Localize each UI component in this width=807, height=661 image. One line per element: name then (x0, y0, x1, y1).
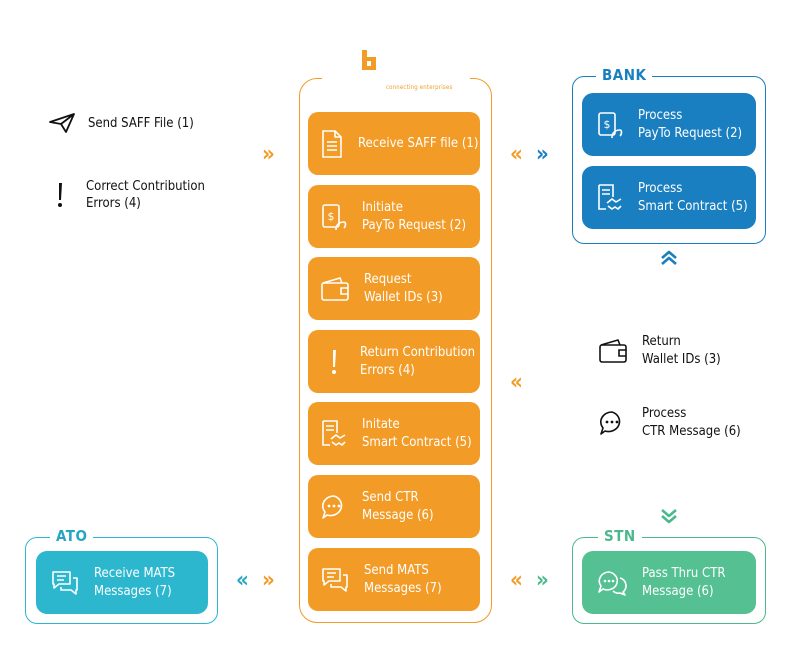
step-send-mats-line1: Send MATS (364, 562, 429, 578)
document-icon (320, 129, 344, 159)
paper-plane-icon (48, 112, 76, 134)
bank-process-payto-line2: PayTo Request (2) (638, 125, 743, 141)
exclamation-icon (54, 181, 66, 209)
logo-tagline: connecting enterprises (386, 84, 453, 91)
ato-title: ATO (50, 527, 94, 545)
bank-group-frame (572, 76, 766, 244)
messages-icon (50, 569, 80, 597)
payto-phone-icon: $ (320, 202, 348, 232)
wallet-icon (320, 276, 350, 302)
contract-handshake-icon (596, 183, 624, 213)
arrow-left-stn-to-center: « (510, 568, 523, 593)
legend-correct-errors-line2: Errors (4) (86, 196, 141, 211)
stn-pass-thru-ctr: Pass Thru CTR Message (6) (582, 551, 756, 614)
arrow-right-center-to-bank: » (536, 142, 549, 167)
arrow-right-left-to-center: » (262, 142, 275, 167)
messages-icon (320, 566, 350, 594)
contract-handshake-icon (320, 419, 348, 449)
legend-correct-errors: Correct Contribution Errors (4) (54, 178, 205, 212)
ato-receive-mats-line1: Receive MATS (94, 565, 176, 581)
bank-process-contract-line1: Process (638, 180, 683, 196)
legend-send-saff-label: Send SAFF File (1) (88, 115, 194, 131)
step-return-errors-line2: Errors (4) (360, 362, 415, 378)
bank-process-contract-line2: Smart Contract (5) (638, 198, 748, 214)
ato-receive-mats: Receive MATS Messages (7) (36, 551, 208, 614)
bank-process-payto: $ Process PayTo Request (2) (582, 93, 756, 156)
step-return-errors: Return Contribution Errors (4) (308, 330, 480, 393)
chat-bubble-icon (598, 409, 626, 437)
arrow-left-bank-to-center: « (510, 142, 523, 167)
legend-process-ctr-line2: CTR Message (6) (642, 424, 741, 439)
step-initiate-contract-line1: Initate (362, 416, 400, 432)
bsurance-logo (359, 48, 379, 72)
step-return-errors-line1: Return Contribution (360, 344, 476, 360)
legend-correct-errors-line1: Correct Contribution (86, 179, 205, 194)
step-send-ctr: Send CTR Message (6) (308, 475, 480, 538)
step-request-wallet: Request Wallet IDs (3) (308, 257, 480, 320)
step-send-mats: Send MATS Messages (7) (308, 548, 480, 611)
legend-return-wallet-line1: Return (642, 334, 681, 349)
arrow-left-to-center: « (510, 370, 523, 395)
legend-send-saff: Send SAFF File (1) (48, 112, 194, 134)
stn-pass-thru-ctr-line1: Pass Thru CTR (642, 565, 726, 581)
stn-title: STN (598, 527, 642, 545)
ato-receive-mats-line2: Messages (7) (94, 583, 172, 599)
step-initiate-payto-line1: Initiate (362, 199, 403, 215)
arrow-left-center-to-ato: « (236, 568, 249, 593)
step-request-wallet-line1: Request (364, 271, 412, 287)
logo-gap (322, 70, 470, 86)
bank-process-payto-line1: Process (638, 107, 683, 123)
exclamation-icon (320, 348, 346, 376)
arrow-down-to-stn (660, 508, 678, 524)
svg-text:$: $ (328, 210, 335, 223)
arrow-right-center-to-stn: » (536, 568, 549, 593)
step-send-ctr-line1: Send CTR (362, 489, 419, 505)
step-send-mats-line2: Messages (7) (364, 580, 442, 596)
arrow-up-to-bank (660, 250, 678, 266)
arrow-right-ato-to-center: » (262, 568, 275, 593)
step-initiate-contract: Initate Smart Contract (5) (308, 402, 480, 465)
step-initiate-payto: $ Initiate PayTo Request (2) (308, 185, 480, 248)
step-receive-saff: Receive SAFF file (1) (308, 112, 480, 175)
legend-return-wallet-line2: Wallet IDs (3) (642, 352, 721, 367)
stn-group-frame (572, 537, 766, 624)
wallet-icon (598, 338, 628, 364)
chat-bubbles-icon (596, 569, 628, 597)
stn-pass-thru-ctr-line2: Message (6) (642, 583, 714, 599)
legend-return-wallet: Return Wallet IDs (3) (598, 333, 721, 369)
payto-phone-icon: $ (596, 110, 624, 140)
step-receive-saff-line1: Receive SAFF file (1) (358, 135, 479, 151)
ato-group-frame (25, 537, 218, 624)
bank-title: BANK (596, 66, 653, 84)
legend-process-ctr-line1: Process (642, 406, 687, 421)
step-request-wallet-line2: Wallet IDs (3) (364, 289, 443, 305)
legend-process-ctr: Process CTR Message (6) (598, 405, 741, 441)
bank-process-contract: Process Smart Contract (5) (582, 166, 756, 229)
chat-bubble-icon (320, 493, 348, 521)
step-initiate-contract-line2: Smart Contract (5) (362, 434, 472, 450)
svg-text:$: $ (604, 118, 611, 131)
step-initiate-payto-line2: PayTo Request (2) (362, 217, 467, 233)
step-send-ctr-line2: Message (6) (362, 507, 434, 523)
